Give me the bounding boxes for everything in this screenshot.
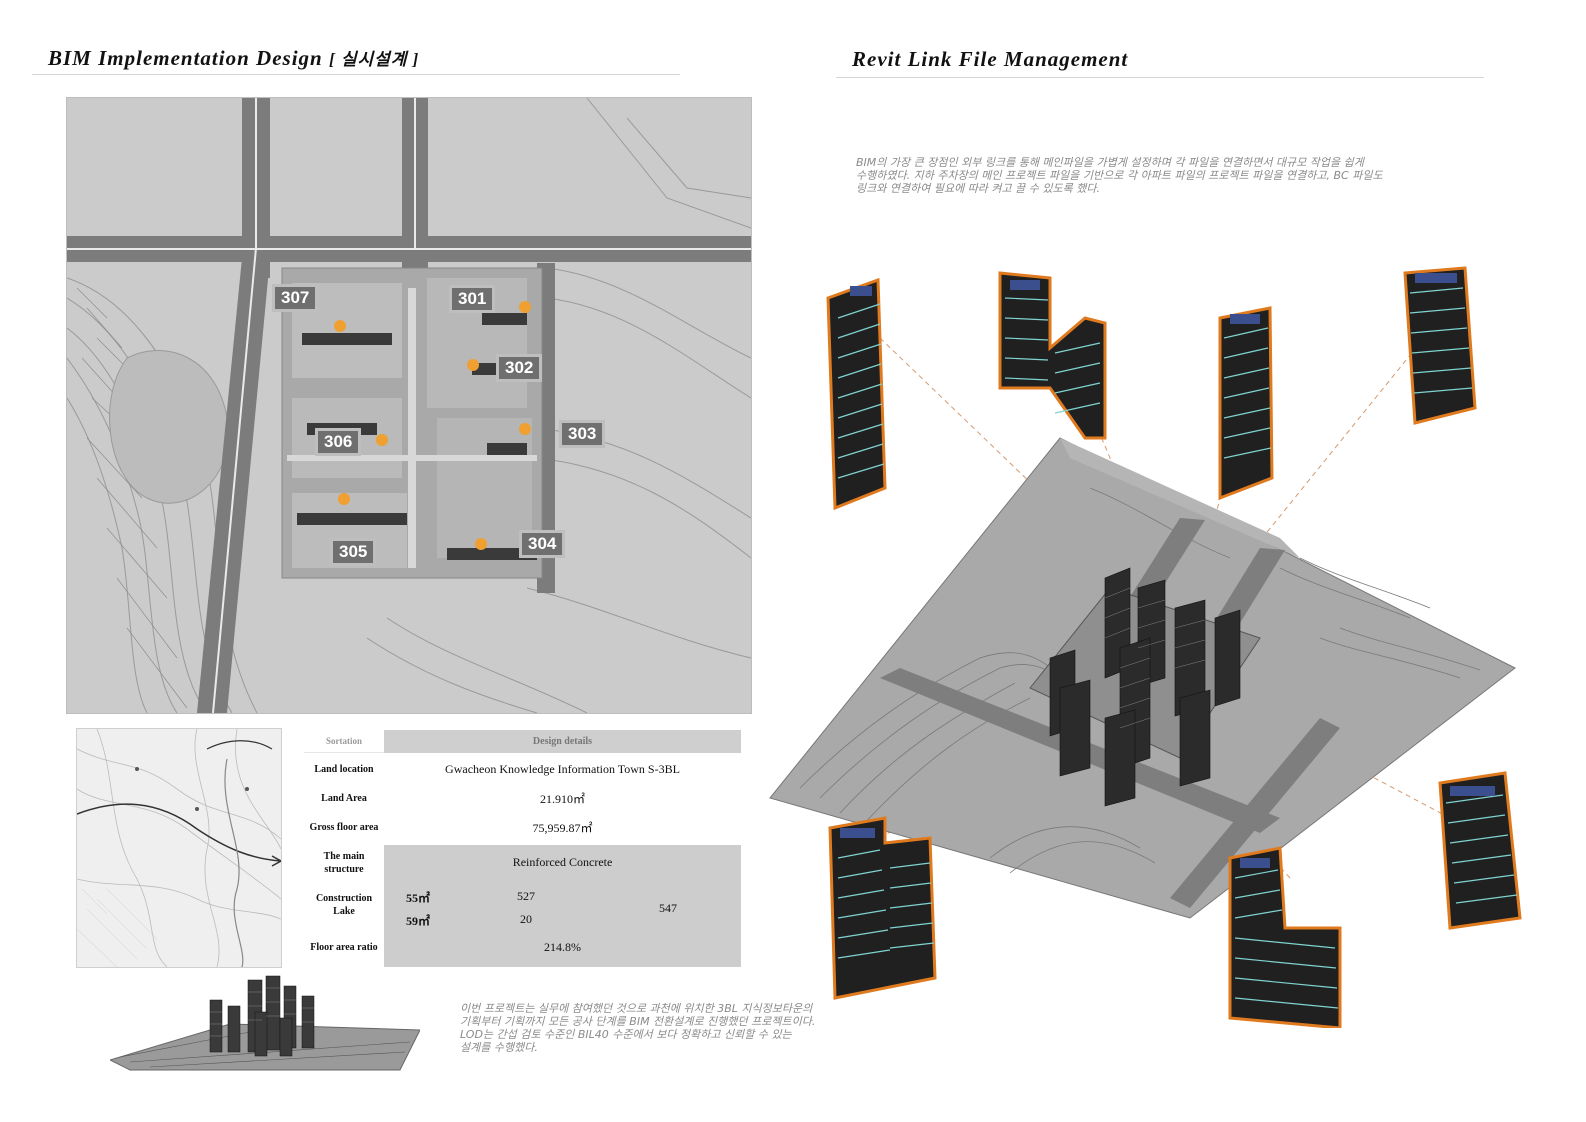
marker-304 xyxy=(475,538,487,550)
revit-link-description: BIM의 가장 큰 장점인 외부 링크를 통해 메인파일을 가볍게 설정하며 각… xyxy=(856,156,1383,195)
table-row-land-location: Land location Gwacheon Knowledge Informa… xyxy=(304,752,741,787)
table-header-row: Sortation Design details xyxy=(304,730,741,754)
linked-tower-6 xyxy=(1228,846,1342,1028)
revit-description-line-3: 링크와 연결하여 필요에 따라 켜고 끌 수 있도록 했다. xyxy=(856,182,1100,195)
site-plan-image: 307 301 302 303 306 305 304 xyxy=(66,97,752,714)
table-row-land-area: Land Area 21.910㎡ xyxy=(304,786,741,811)
marker-302 xyxy=(467,359,479,371)
lake-type-55: 55㎡ xyxy=(406,890,431,905)
marker-307 xyxy=(334,320,346,332)
lake-total: 547 xyxy=(659,900,677,915)
building-label-304: 304 xyxy=(519,530,566,558)
value-gross-floor-area: 75,959.87㎡ xyxy=(384,810,741,845)
label-floor-area-ratio: Floor area ratio xyxy=(304,928,384,967)
thumbnail-3d-drawing xyxy=(110,975,420,1071)
building-label-301: 301 xyxy=(449,285,496,313)
building-label-303: 303 xyxy=(559,420,606,448)
table-row-gross-floor-area: Gross floor area 75,959.87㎡ xyxy=(304,810,741,845)
table-row-main-structure: The main structure Reinforced Concrete xyxy=(304,844,741,881)
isometric-model-drawing xyxy=(769,266,1522,1028)
marker-306 xyxy=(376,434,388,446)
linked-tower-5 xyxy=(828,816,937,1000)
value-construction-lake: 55㎡ 527 59㎡ 20 547 xyxy=(384,880,741,929)
value-land-location: Gwacheon Knowledge Information Town S-3B… xyxy=(384,752,741,787)
label-gross-floor-area: Gross floor area xyxy=(304,810,384,845)
left-title-rule xyxy=(32,74,680,75)
marker-303 xyxy=(519,423,531,435)
lake-count-59: 20 xyxy=(520,911,532,926)
project-description-line-2: 기획부터 기획까지 모든 공사 단계를 BIM 전환설계로 진행했던 프로젝트이… xyxy=(460,1015,816,1028)
location-map-image xyxy=(76,728,282,968)
linked-tower-3 xyxy=(1218,306,1274,501)
project-description-line-1: 이번 프로젝트는 실무에 참여했던 것으로 과천에 위치한 3BL 지식정보타운… xyxy=(460,1002,813,1015)
thumbnail-3d-model xyxy=(110,972,420,1072)
project-description: 이번 프로젝트는 실무에 참여했던 것으로 과천에 위치한 3BL 지식정보타운… xyxy=(460,1002,815,1054)
location-map-drawing xyxy=(77,729,281,967)
label-land-location: Land location xyxy=(304,752,384,787)
linked-tower-7 xyxy=(1438,771,1522,930)
building-markers xyxy=(334,301,531,550)
site-plan-drawing xyxy=(67,98,751,713)
building-label-307: 307 xyxy=(272,284,319,312)
linked-tower-4 xyxy=(1403,266,1477,425)
left-section-title: BIM Implementation Design [ 실시설계 ] xyxy=(48,45,419,71)
building-label-306: 306 xyxy=(315,428,362,456)
marker-305 xyxy=(338,493,350,505)
revit-description-line-1: BIM의 가장 큰 장점인 외부 링크를 통해 메인파일을 가볍게 설정하며 각… xyxy=(856,156,1364,169)
left-title-en: BIM Implementation Design xyxy=(48,46,323,70)
right-section-title: Revit Link File Management xyxy=(852,47,1129,71)
left-title-kr: [ 실시설계 ] xyxy=(328,50,420,69)
linked-tower-2 xyxy=(998,271,1107,440)
revit-link-isometric-model xyxy=(760,258,1550,1028)
value-floor-area-ratio: 214.8% xyxy=(384,928,741,967)
header-design-details: Design details xyxy=(384,730,741,753)
revit-description-line-2: 수행하였다. 지하 주차장의 메인 프로젝트 파일을 기반으로 각 아파트 파일… xyxy=(856,169,1383,182)
table-row-construction-lake: Construction Lake 55㎡ 527 59㎡ 20 547 xyxy=(304,880,741,929)
header-sortation: Sortation xyxy=(304,730,384,754)
design-details-table: Sortation Design details Land location G… xyxy=(304,730,741,967)
construction-lake-grid: 55㎡ 527 59㎡ 20 547 xyxy=(384,882,741,928)
table-row-floor-area-ratio: Floor area ratio 214.8% xyxy=(304,928,741,967)
lake-type-59: 59㎡ xyxy=(406,913,431,928)
value-land-area: 21.910㎡ xyxy=(384,786,741,811)
building-label-302: 302 xyxy=(496,354,543,382)
project-description-line-4: 설계를 수행했다. xyxy=(460,1041,538,1054)
project-description-line-3: LOD는 간섭 검토 수준인 BIL40 수준에서 보다 정확하고 신뢰할 수 … xyxy=(460,1028,792,1041)
label-land-area: Land Area xyxy=(304,786,384,811)
lake-count-55: 527 xyxy=(517,888,535,903)
label-main-structure: The main structure xyxy=(304,844,384,881)
label-construction-lake: Construction Lake xyxy=(304,880,384,929)
marker-301 xyxy=(519,301,531,313)
linked-tower-1 xyxy=(826,277,887,511)
building-label-305: 305 xyxy=(330,538,377,566)
right-title-rule xyxy=(836,77,1484,78)
value-main-structure: Reinforced Concrete xyxy=(384,844,741,881)
